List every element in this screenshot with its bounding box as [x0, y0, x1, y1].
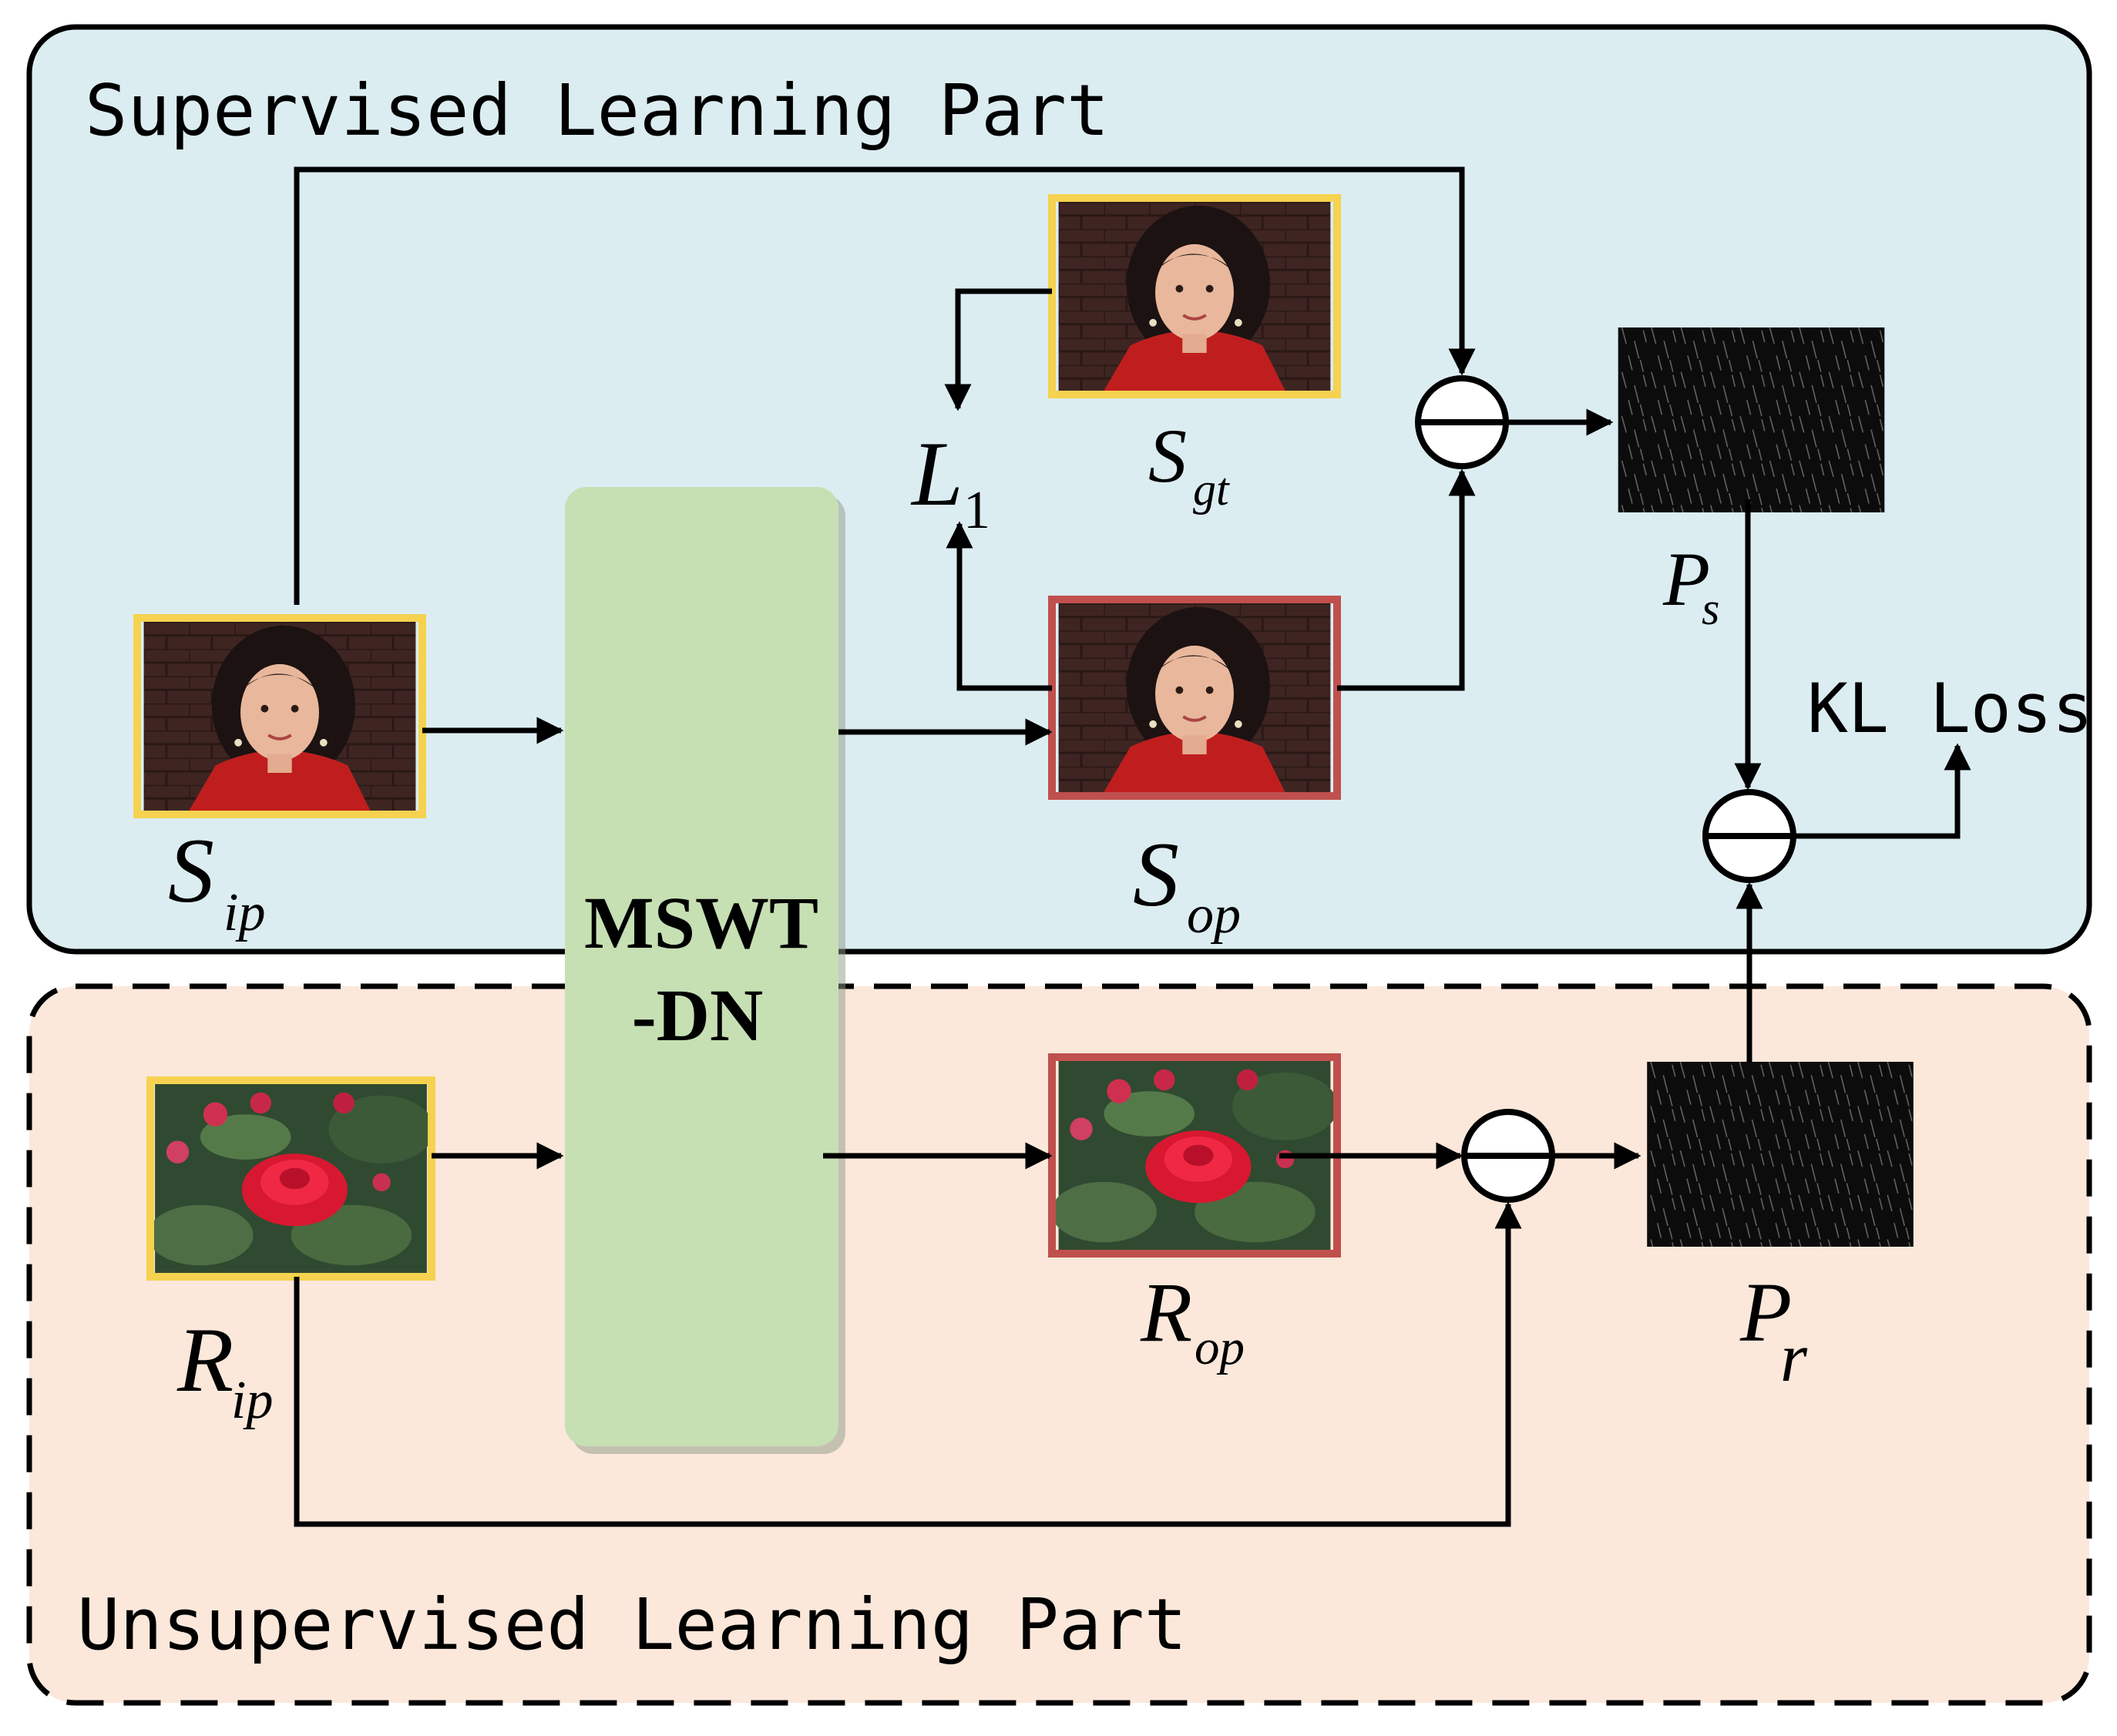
- image-p-r: [1647, 1062, 1914, 1247]
- subtract-node-supervised: [1415, 375, 1509, 469]
- image-r-ip: [146, 1076, 435, 1281]
- mswt-dn-label-line2: -DN: [632, 974, 764, 1056]
- image-s-ip: [133, 614, 426, 818]
- supervised-panel-label: Supervised Learning Part: [85, 69, 1109, 152]
- image-s-op: [1048, 596, 1341, 800]
- label-l1: L1: [910, 422, 990, 540]
- subtract-node-unsupervised: [1461, 1109, 1555, 1203]
- unsupervised-panel-label: Unsupervised Learning Part: [77, 1583, 1187, 1666]
- kl-loss-label: KL Loss: [1807, 669, 2093, 748]
- connectors: [294, 166, 1971, 1527]
- mswt-dn-block: [565, 487, 838, 1446]
- mswt-dn-label-line1: MSWT: [584, 881, 818, 964]
- subtract-node-kl: [1702, 789, 1796, 883]
- label-p-s: Ps: [1662, 536, 1719, 634]
- label-p-r: Pr: [1739, 1265, 1808, 1396]
- label-r-ip: Rip: [176, 1308, 273, 1430]
- image-p-s: [1618, 327, 1885, 512]
- image-s-gt: [1048, 194, 1341, 398]
- label-r-op: Rop: [1140, 1265, 1245, 1375]
